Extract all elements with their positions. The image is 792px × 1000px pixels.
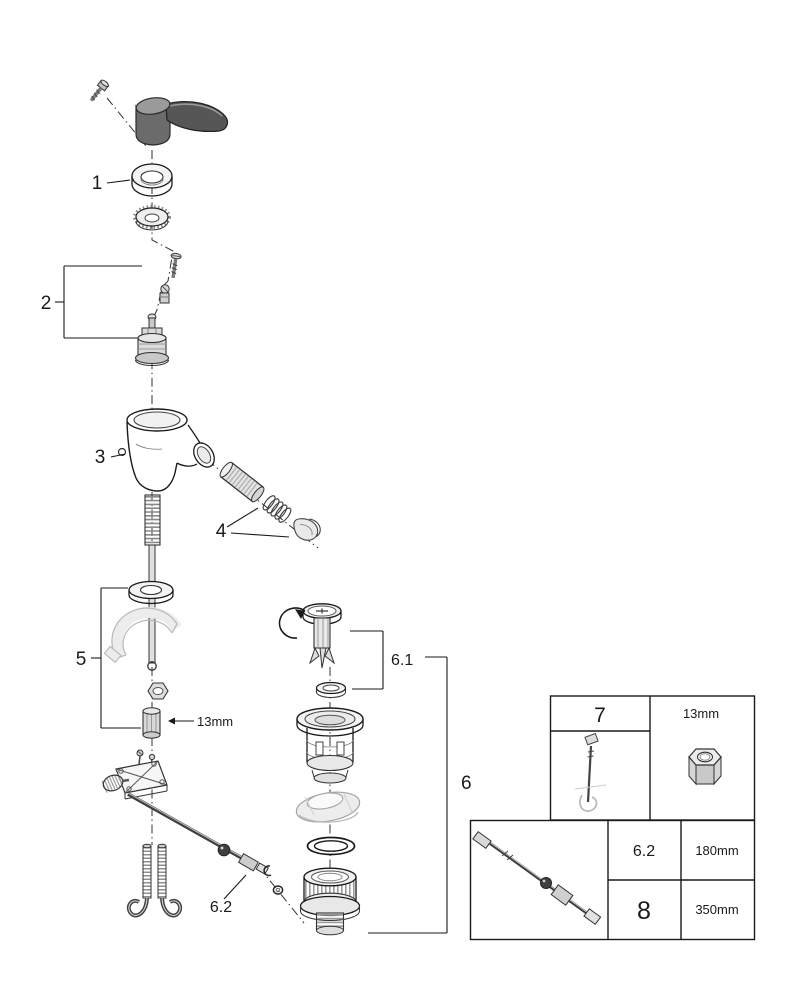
callout-6-1-label: 6.1 <box>391 652 413 669</box>
popup-plug <box>302 603 342 669</box>
rod-illustration <box>472 830 602 926</box>
callout-5-label: 5 <box>76 649 87 670</box>
tool-box-part-label: 7 <box>594 704 606 727</box>
tool-box-size-label: 13mm <box>683 706 719 721</box>
o-ring <box>306 836 356 856</box>
cap-ring <box>131 163 173 197</box>
set-screw <box>170 252 182 279</box>
hex-nut-illustration <box>688 748 722 786</box>
callout-4-lines <box>226 507 290 538</box>
knurled-knob <box>101 773 130 793</box>
plug-washer <box>315 681 347 698</box>
callout-1-line <box>106 179 131 184</box>
size-callout-13mm-label: 13mm <box>197 714 233 729</box>
small-ring <box>272 885 284 895</box>
pull-rod <box>127 792 270 875</box>
lock-nut <box>147 682 169 700</box>
tool-illustration <box>574 732 607 812</box>
bearing-ring <box>133 205 171 231</box>
tool-info-box <box>549 695 756 821</box>
aerator-cylinder <box>219 461 265 503</box>
callout-6-2-label: 6.2 <box>210 899 232 916</box>
rod-box-length-1: 180mm <box>695 843 738 858</box>
callout-6-label: 6 <box>461 773 472 794</box>
foam-washer <box>128 580 174 605</box>
rod-box-ref-2: 8 <box>637 897 651 925</box>
rod-box-length-2: 350mm <box>695 902 738 917</box>
faucet-body <box>117 408 215 492</box>
spacer-sleeve <box>142 707 161 739</box>
callout-5-bracket <box>91 587 141 729</box>
callout-6-1-bracket <box>350 630 384 690</box>
callout-3-label: 3 <box>95 447 106 468</box>
rod-info-box <box>469 819 756 941</box>
cartridge <box>134 313 170 366</box>
hook-bolts <box>126 843 183 918</box>
mounting-wrench <box>103 606 182 664</box>
handle-screw <box>89 79 109 102</box>
callout-1-label: 1 <box>92 173 103 194</box>
size-callout-13mm <box>168 717 194 725</box>
drain-tailpiece <box>299 867 361 936</box>
wedge-gasket <box>295 791 361 823</box>
rotation-arrow-icon <box>278 607 306 639</box>
callout-2-bracket <box>55 265 142 339</box>
spray-clip <box>293 518 321 541</box>
callout-4-label: 4 <box>216 521 227 542</box>
callout-6-bracket <box>368 656 448 934</box>
callout-3-line <box>110 453 126 458</box>
rod-box-ref-1: 6.2 <box>633 843 655 860</box>
lever-handle <box>135 97 229 146</box>
retaining-clip <box>263 865 272 877</box>
valve-stem <box>159 284 170 304</box>
drain-flange <box>296 707 364 784</box>
spring <box>262 495 292 523</box>
callout-6-2-line <box>223 874 247 900</box>
mounting-block <box>115 749 168 800</box>
callout-2-label: 2 <box>41 293 52 314</box>
